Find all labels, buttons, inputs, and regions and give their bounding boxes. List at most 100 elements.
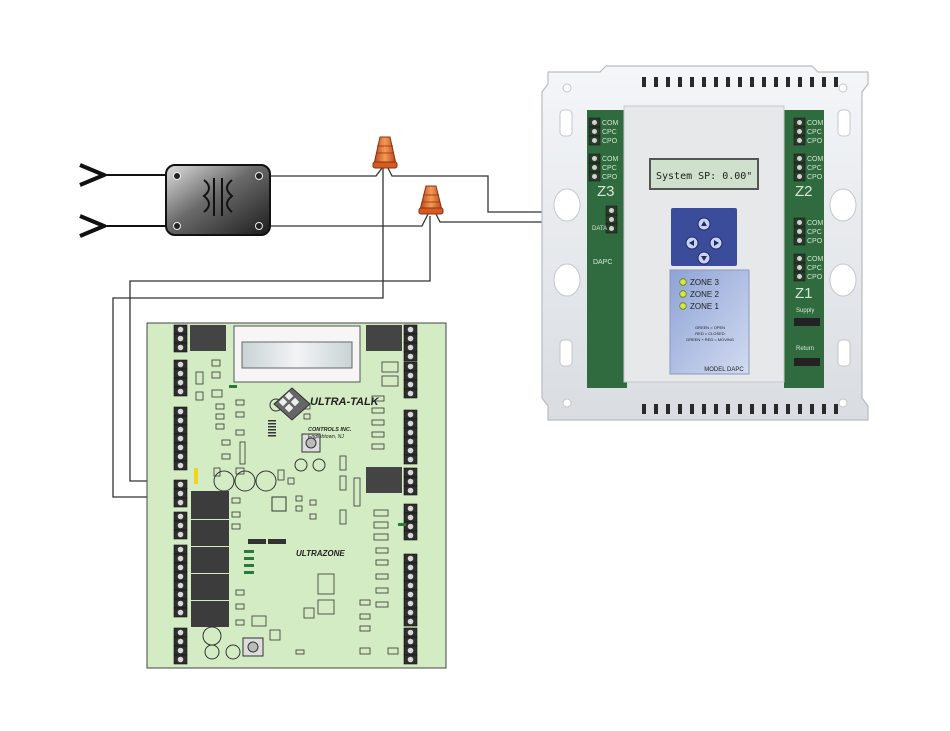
terminal-screw-head bbox=[609, 208, 614, 213]
keypad-left-button[interactable] bbox=[686, 237, 698, 249]
terminal-screw-head bbox=[178, 436, 184, 442]
terminal-screw-head bbox=[609, 217, 614, 222]
zone-led-2 bbox=[680, 291, 687, 298]
dapc-terminal-block bbox=[794, 154, 805, 181]
keypad-up-button[interactable] bbox=[698, 218, 710, 230]
terminal-block bbox=[174, 480, 187, 507]
terminal-screw-head bbox=[178, 463, 184, 469]
vent-slot bbox=[810, 77, 814, 87]
terminal-screw-head bbox=[797, 220, 802, 225]
vent-slot bbox=[798, 77, 802, 87]
terminal-screw-head bbox=[178, 532, 184, 538]
vent-slot bbox=[654, 77, 658, 87]
board-model: ULTRAZONE bbox=[296, 549, 345, 558]
resistor-pad bbox=[268, 423, 276, 425]
vent-slot bbox=[774, 77, 778, 87]
terminal-screw-head bbox=[178, 345, 184, 351]
terminal-screw-head bbox=[178, 500, 184, 506]
dapc-pcb-left bbox=[587, 110, 627, 388]
terminal-block bbox=[404, 325, 417, 361]
terminal-screw-head bbox=[408, 574, 414, 580]
dapc-z1-label: Z1 bbox=[795, 285, 813, 302]
vent-slot bbox=[834, 404, 838, 414]
terminal-screw-head bbox=[592, 165, 597, 170]
terminal-label: COM bbox=[807, 220, 824, 227]
ultrazone-board: ULTRA-TALK CONTROLS INC. Englishtown, NJ… bbox=[147, 323, 446, 668]
keypad-down-button[interactable] bbox=[698, 252, 710, 264]
terminal-screw-head bbox=[178, 630, 184, 636]
terminal-screw-head bbox=[178, 523, 184, 529]
terminal-screw-head bbox=[408, 601, 414, 607]
dapc-board-label: DAPC bbox=[593, 259, 612, 266]
terminal-label: CPO bbox=[807, 138, 823, 145]
terminal-screw-head bbox=[408, 391, 414, 397]
dapc-terminal-block bbox=[794, 218, 805, 245]
board-brand: ULTRA-TALK bbox=[310, 396, 380, 408]
terminal-screw-head bbox=[408, 657, 414, 663]
terminal-screw-head bbox=[408, 592, 414, 598]
terminal-screw-head bbox=[408, 364, 414, 370]
terminal-label: CPO bbox=[807, 174, 823, 181]
terminal-block bbox=[404, 504, 417, 540]
vent-slot bbox=[690, 77, 694, 87]
chip bbox=[190, 325, 226, 351]
resistor-pad bbox=[268, 435, 276, 437]
terminal-screw-head bbox=[408, 479, 414, 485]
zone-legend-moving: GREEN + RED = MOVING bbox=[686, 337, 734, 342]
terminal-screw-head bbox=[178, 592, 184, 598]
terminal-screw-head bbox=[408, 327, 414, 333]
zone-led-3 bbox=[680, 279, 687, 286]
dapc-terminal-block bbox=[606, 206, 617, 233]
zone-legend-open: GREEN = OPEN bbox=[695, 325, 725, 330]
vent-slot bbox=[678, 404, 682, 414]
resistor-pad bbox=[268, 420, 276, 422]
vent-slot bbox=[786, 77, 790, 87]
terminal-screw-head bbox=[408, 457, 414, 463]
terminal-screw-head bbox=[178, 514, 184, 520]
terminal-screw-head bbox=[178, 565, 184, 571]
terminal-label: CPO bbox=[807, 238, 823, 245]
terminal-screw-head bbox=[178, 491, 184, 497]
dapc-terminal-block bbox=[589, 154, 600, 181]
terminal-screw-head bbox=[408, 639, 414, 645]
terminal-screw-head bbox=[408, 610, 414, 616]
terminal-label: CPC bbox=[807, 229, 822, 236]
terminal-screw-head bbox=[408, 345, 414, 351]
terminal-label: CPC bbox=[602, 165, 617, 172]
terminal-label: CPC bbox=[807, 165, 822, 172]
terminal-screw-head bbox=[609, 226, 614, 231]
board-maker: CONTROLS INC. bbox=[308, 427, 352, 433]
vent-slot bbox=[702, 77, 706, 87]
terminal-label: CPO bbox=[807, 274, 823, 281]
terminal-block bbox=[174, 360, 187, 396]
terminal-screw-head bbox=[408, 583, 414, 589]
terminal-screw-head bbox=[408, 448, 414, 454]
vent-slot bbox=[702, 404, 706, 414]
terminal-screw-head bbox=[408, 470, 414, 476]
terminal-block bbox=[404, 468, 417, 495]
vent-slot bbox=[774, 404, 778, 414]
terminal-screw-head bbox=[797, 138, 802, 143]
terminal-block bbox=[174, 512, 187, 539]
terminal-label: COM bbox=[807, 156, 824, 163]
terminal-screw-head bbox=[408, 421, 414, 427]
terminal-screw-head bbox=[408, 488, 414, 494]
keypad-right-button[interactable] bbox=[710, 237, 722, 249]
terminal-screw-head bbox=[797, 120, 802, 125]
board-lcd bbox=[242, 342, 352, 368]
terminal-screw-head bbox=[178, 583, 184, 589]
terminal-block bbox=[174, 545, 187, 617]
zone-led-1 bbox=[680, 303, 687, 310]
right-terminal-blocks bbox=[404, 325, 417, 664]
terminal-screw-head bbox=[178, 418, 184, 424]
terminal-screw-head bbox=[178, 362, 184, 368]
terminal-screw-head bbox=[797, 174, 802, 179]
terminal-screw-head bbox=[178, 657, 184, 663]
dapc-data-label: DATA bbox=[592, 226, 607, 232]
vent-slot bbox=[642, 404, 646, 414]
terminal-label: COM bbox=[807, 256, 824, 263]
terminal-screw-head bbox=[178, 482, 184, 488]
wire-nut-2 bbox=[419, 186, 443, 214]
resistor-pad bbox=[268, 429, 276, 431]
terminal-screw-head bbox=[797, 238, 802, 243]
